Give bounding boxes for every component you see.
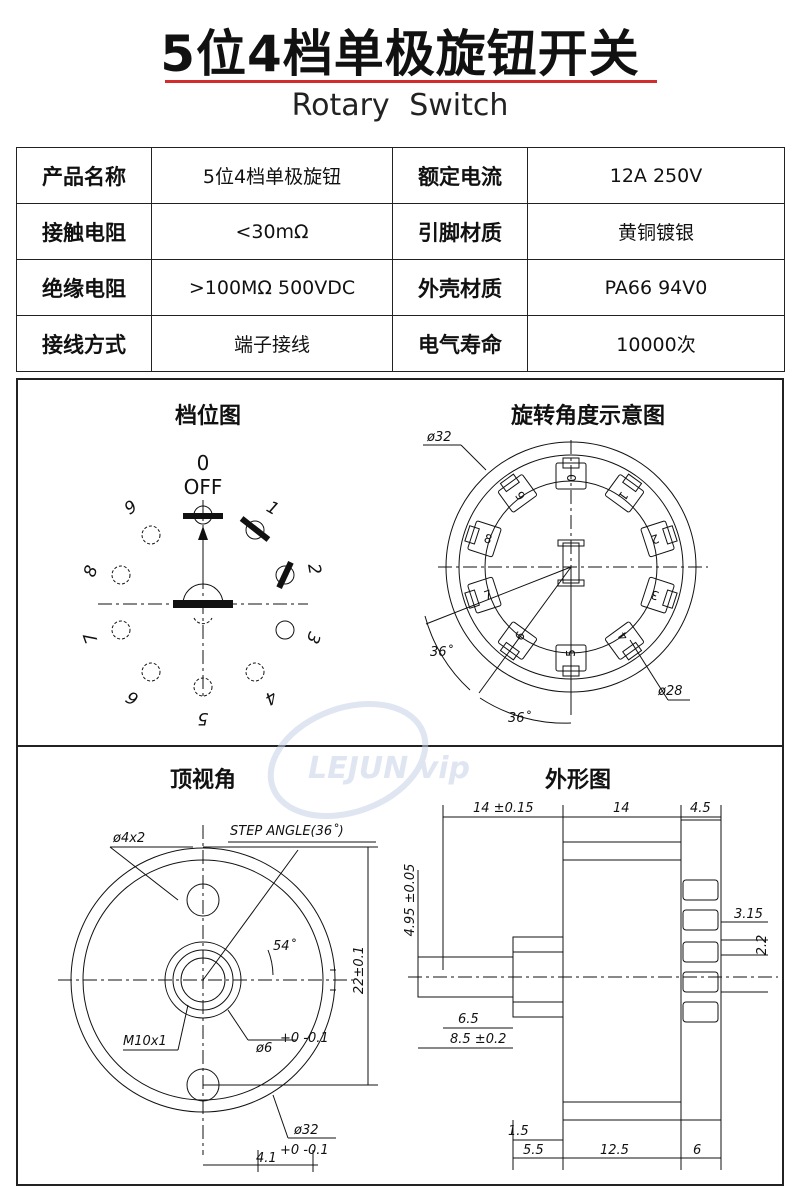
outline-dim-4: 4.95 ±0.05	[403, 864, 418, 937]
spec-value: 10000次	[527, 315, 785, 372]
topview-outer-dia: ø32	[293, 1123, 319, 1138]
topview-height: 22±0.1	[352, 946, 367, 994]
position-label-off: OFF	[184, 475, 223, 499]
topview-flat-tol: +0 -0.1	[280, 1143, 329, 1158]
outline-dim-12: 6	[693, 1143, 701, 1158]
page-subtitle: Rotary Switch	[291, 88, 509, 123]
rotation-angle-b: 36˚	[508, 710, 532, 726]
topview-shaft: ø6	[255, 1041, 272, 1056]
title-underline	[165, 80, 657, 83]
rotation-num-7: 7	[482, 587, 494, 603]
rotation-angle-a: 36˚	[430, 644, 454, 660]
section-title-positions: 档位图	[174, 404, 241, 429]
watermark: LEJUN vip	[267, 700, 470, 820]
outline-dim-6: 2.2	[755, 935, 770, 956]
rotation-num-2: 2	[649, 531, 661, 547]
spec-value: PA66 94V0	[527, 259, 785, 316]
table-row: 接触电阻 <30mΩ 引脚材质 黄铜镀银	[16, 203, 785, 260]
spec-label: 接线方式	[16, 315, 152, 372]
spec-table: 产品名称 5位4档单极旋钮 额定电流 12A 250V 接触电阻 <30mΩ 引…	[16, 147, 785, 372]
table-row: 绝缘电阻 >100MΩ 500VDC 外壳材质 PA66 94V0	[16, 259, 785, 316]
spec-value: 5位4档单极旋钮	[151, 147, 393, 204]
rotation-diagram: ø32 ø28 36˚ 36˚ 0 1 2 3 4 5 6 7 8 9	[423, 430, 708, 726]
position-label-5: 5	[198, 708, 209, 728]
outline-dim-5: 3.15	[734, 907, 763, 922]
outline-dim-3: 4.5	[690, 801, 711, 816]
topview-flat: 4.1	[256, 1151, 277, 1166]
topview-step-angle: STEP ANGLE(36˚)	[230, 823, 344, 839]
outline-diagram: 14 ±0.15 14 4.5 4.95 ±0.05 3.15 2.2 6.5 …	[403, 801, 778, 1170]
spec-label: 产品名称	[16, 147, 152, 204]
page-title: 5位4档单极旋钮开关	[160, 25, 640, 83]
topview-dim-holes: ø4x2	[112, 831, 145, 846]
rotation-dim-d28: ø28	[657, 684, 683, 699]
rotation-dim-d32: ø32	[426, 430, 452, 445]
topview-angle: 54˚	[273, 938, 297, 954]
topview-thread: M10x1	[123, 1034, 167, 1049]
outline-dim-10: 5.5	[523, 1143, 544, 1158]
spec-label: 外壳材质	[392, 259, 528, 316]
section-title-rotation: 旋转角度示意图	[510, 404, 665, 429]
outline-dim-2: 14	[613, 801, 630, 816]
spec-value: >100MΩ 500VDC	[151, 259, 393, 316]
spec-value: 12A 250V	[527, 147, 785, 204]
spec-value: 黄铜镀银	[527, 203, 785, 260]
section-title-top-view: 顶视角	[169, 768, 236, 793]
position-label-2: 2	[303, 562, 325, 576]
outline-dim-1: 14 ±0.15	[473, 801, 534, 816]
top-view-diagram: ø4x2 STEP ANGLE(36˚) 54˚ M10x1 ø6 +0 -0.…	[58, 823, 378, 1172]
position-diagram: 0 OFF 1 2 3 4 5 6 7 8 9	[80, 451, 325, 728]
outline-dim-8: 8.5 ±0.2	[450, 1032, 506, 1047]
spec-label: 绝缘电阻	[16, 259, 152, 316]
outline-dim-11: 12.5	[600, 1143, 629, 1158]
spec-label: 额定电流	[392, 147, 528, 204]
rotation-num-5: 5	[564, 649, 578, 657]
spec-label: 接触电阻	[16, 203, 152, 260]
table-row: 产品名称 5位4档单极旋钮 额定电流 12A 250V	[16, 147, 785, 204]
spec-value: <30mΩ	[151, 203, 393, 260]
table-row: 接线方式 端子接线 电气寿命 10000次	[16, 315, 785, 372]
panel-divider	[18, 745, 782, 747]
outline-dim-7: 6.5	[458, 1012, 479, 1027]
watermark-text: LEJUN vip	[308, 751, 470, 786]
topview-shaft-tol: +0 -0.1	[280, 1031, 329, 1046]
drawing-panel: 档位图 旋转角度示意图 顶视角 外形图 LEJUN vip	[16, 378, 784, 1186]
rotation-num-8: 8	[482, 531, 494, 547]
section-title-outline: 外形图	[544, 768, 611, 793]
position-label-0: 0	[197, 451, 210, 475]
outline-dim-9: 1.5	[508, 1124, 529, 1139]
rotation-num-3: 3	[649, 587, 661, 603]
spec-value: 端子接线	[151, 315, 393, 372]
spec-label: 电气寿命	[392, 315, 528, 372]
rotation-num-0: 0	[564, 474, 578, 482]
spec-label: 引脚材质	[392, 203, 528, 260]
